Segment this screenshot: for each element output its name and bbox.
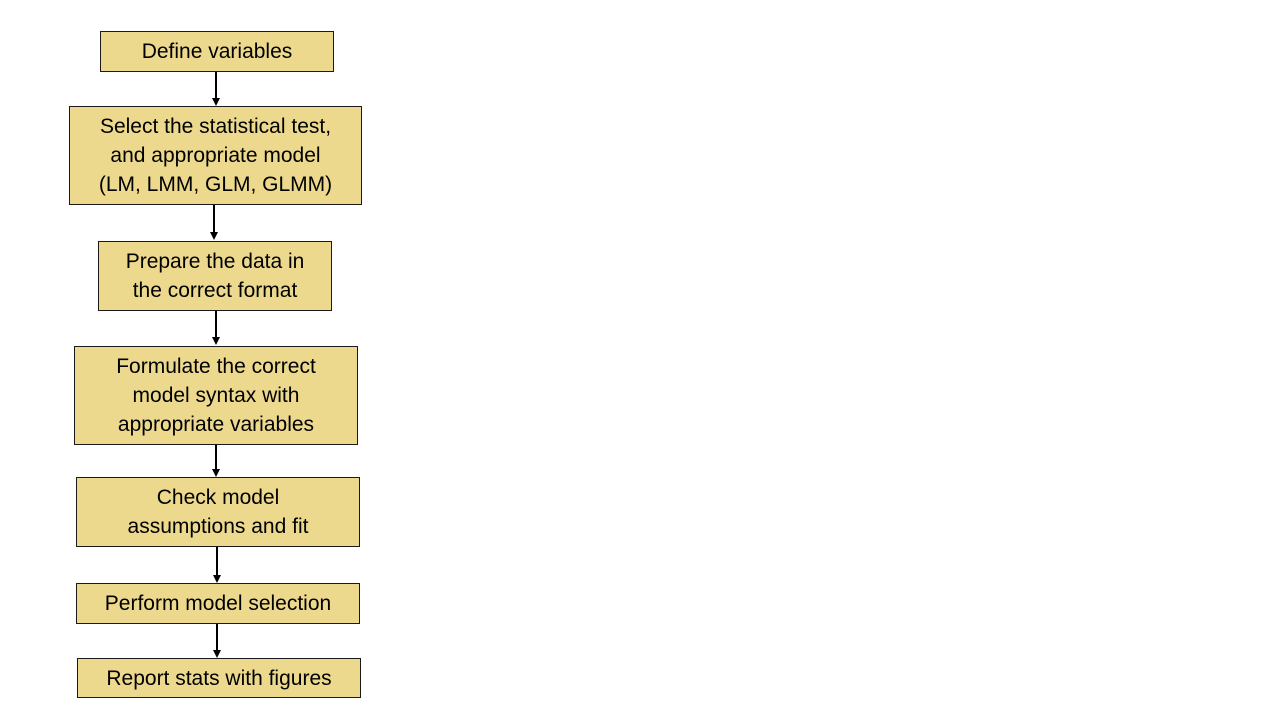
- step-label: Formulate the correct model syntax with …: [116, 355, 316, 436]
- step-select-statistical-test: Select the statistical test, and appropr…: [69, 106, 362, 205]
- step-formulate-model-syntax: Formulate the correct model syntax with …: [74, 346, 358, 445]
- step-define-variables: Define variables: [100, 31, 334, 72]
- step-report-stats: Report stats with figures: [77, 658, 361, 698]
- step-label: Define variables: [141, 40, 293, 63]
- step-prepare-data: Prepare the data in the correct format: [98, 241, 332, 311]
- step-label: Report stats with figures: [106, 666, 332, 690]
- step-label: Prepare the data in the correct format: [125, 250, 305, 302]
- step-label: Check model assumptions and fit: [127, 486, 309, 538]
- step-label: Select the statistical test, and appropr…: [98, 115, 333, 196]
- step-check-assumptions: Check model assumptions and fit: [76, 477, 360, 547]
- step-model-selection: Perform model selection: [76, 583, 360, 624]
- step-label: Perform model selection: [104, 592, 332, 615]
